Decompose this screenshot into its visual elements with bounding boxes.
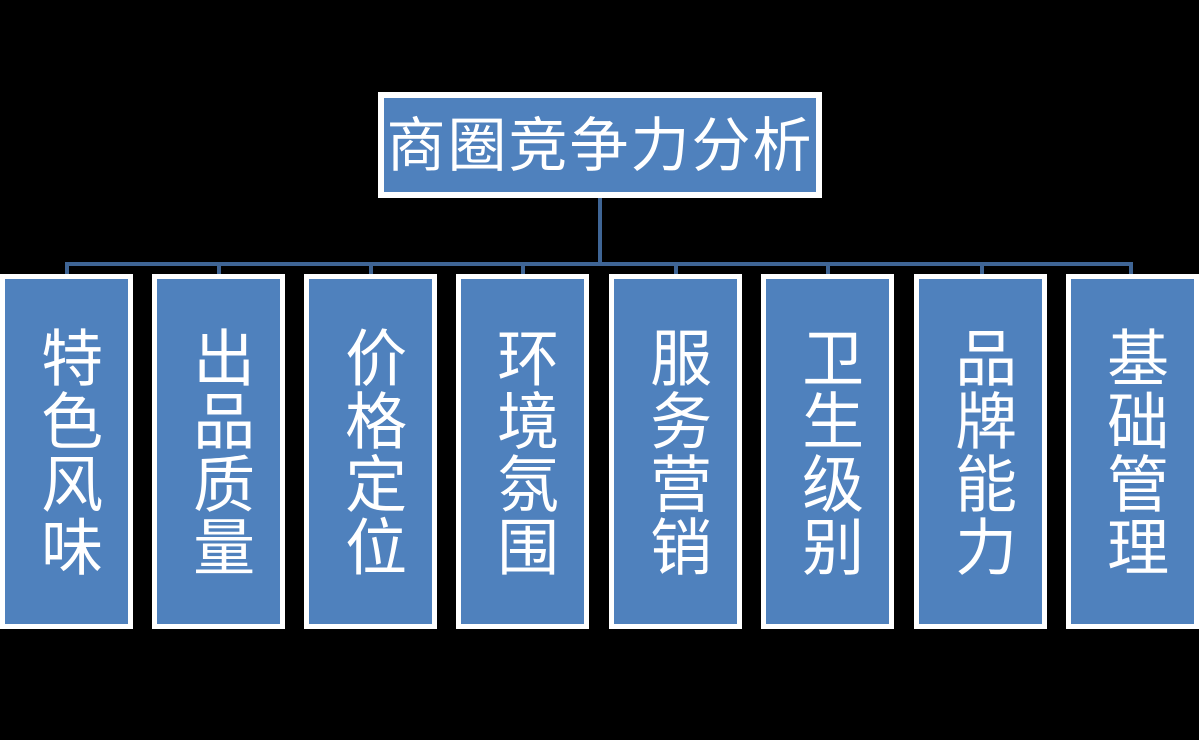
- child-node-6[interactable]: 卫生级别: [761, 274, 894, 629]
- connector-drop-8: [1129, 262, 1133, 280]
- connector-drop-5: [674, 262, 678, 276]
- child-node-7-label: 品牌能力: [944, 325, 1018, 578]
- connector-drop-2: [217, 262, 221, 276]
- connector-drop-7: [980, 262, 984, 276]
- child-node-4-label: 环境氛围: [486, 325, 560, 578]
- child-node-1[interactable]: 特色风味: [0, 274, 133, 629]
- connector-horizontal-bus: [65, 262, 1133, 266]
- child-node-5[interactable]: 服务营销: [609, 274, 742, 629]
- child-node-8[interactable]: 基础管理: [1066, 274, 1199, 629]
- connector-drop-1: [65, 262, 69, 276]
- connector-drop-4: [521, 262, 525, 276]
- child-node-1-label: 特色风味: [30, 325, 104, 578]
- child-node-3[interactable]: 价格定位: [304, 274, 437, 629]
- root-node-label: 商圈竞争力分析: [386, 110, 814, 180]
- child-node-7[interactable]: 品牌能力: [914, 274, 1047, 629]
- connector-drop-3: [369, 262, 373, 276]
- child-node-8-label: 基础管理: [1096, 325, 1170, 578]
- child-node-2-label: 出品质量: [182, 325, 256, 578]
- connector-root-stem: [598, 198, 602, 264]
- child-node-3-label: 价格定位: [334, 325, 408, 578]
- connector-drop-6: [826, 262, 830, 276]
- child-node-6-label: 卫生级别: [791, 325, 865, 578]
- child-node-5-label: 服务营销: [639, 325, 713, 578]
- root-node[interactable]: 商圈竞争力分析: [378, 92, 822, 198]
- child-node-4[interactable]: 环境氛围: [456, 274, 589, 629]
- child-node-2[interactable]: 出品质量: [152, 274, 285, 629]
